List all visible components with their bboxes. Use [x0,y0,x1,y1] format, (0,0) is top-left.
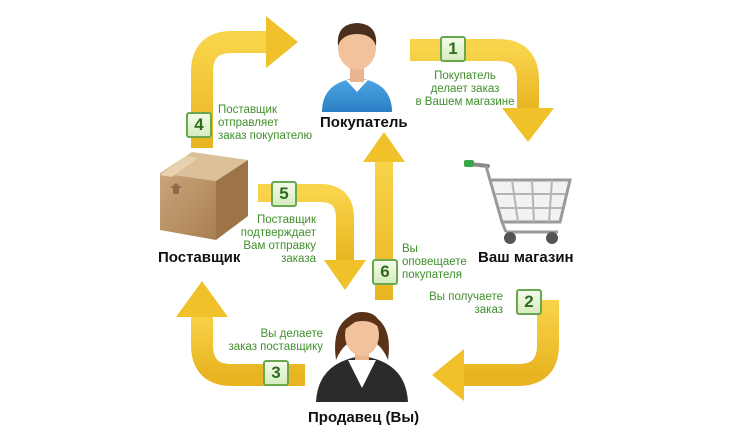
step-5-line: подтверждает [240,227,316,239]
cardboard-box-icon [160,152,248,240]
step-2-badge: 2 [516,289,542,315]
step-6-badge: 6 [372,259,398,285]
step-1-line: в Вашем магазине [415,96,515,108]
male-user-icon [322,23,392,112]
step-4-line: заказ покупателю [218,130,313,142]
customer-label: Покупатель [320,114,408,131]
supplier-label: Поставщик [158,249,241,266]
female-user-icon [316,312,408,402]
step-5-badge: 5 [271,181,297,207]
step-3-line: заказ поставщику [228,341,324,353]
arrow-customer-to-store [410,39,554,142]
step-6-line: Вы [402,243,418,255]
step-5-line: Поставщик [257,214,316,226]
step-1-text: Покупатель делает заказ в Вашем магазине [400,70,530,109]
step-6-text: Вы оповещаете покупателя [402,243,467,282]
step-4-line: отправляет [218,117,279,129]
step-4-line: Поставщик [218,104,277,116]
step-4-badge: 4 [186,112,212,138]
step-1-line: делает заказ [430,83,500,95]
step-3-badge: 3 [263,360,289,386]
step-4-text: Поставщик отправляет заказ покупателю [218,104,312,143]
seller-label: Продавец (Вы) [308,409,420,426]
step-6-line: оповещаете [402,256,467,268]
step-1-line: Покупатель [434,70,496,82]
step-5-line: заказа [281,253,316,265]
step-5-line: Вам отправку [243,240,316,252]
step-2-line: заказ [474,304,504,316]
shopping-cart-icon [464,160,572,244]
store-label: Ваш магазин [478,249,574,266]
step-1-badge: 1 [440,36,466,62]
step-2-line: Вы получаете [429,291,503,303]
step-5-text: Поставщик подтверждает Вам отправку зака… [220,214,316,266]
step-6-line: покупателя [402,269,462,281]
arrow-supplier-confirms-seller [258,184,366,290]
arrow-supplier-to-customer [191,16,298,148]
arrow-seller-to-supplier [176,281,305,386]
step-2-text: Вы получаете заказ [400,291,503,317]
arrow-store-to-seller [432,300,559,401]
step-3-text: Вы делаете заказ поставщику [200,328,324,354]
step-3-line: Вы делаете [260,328,323,340]
